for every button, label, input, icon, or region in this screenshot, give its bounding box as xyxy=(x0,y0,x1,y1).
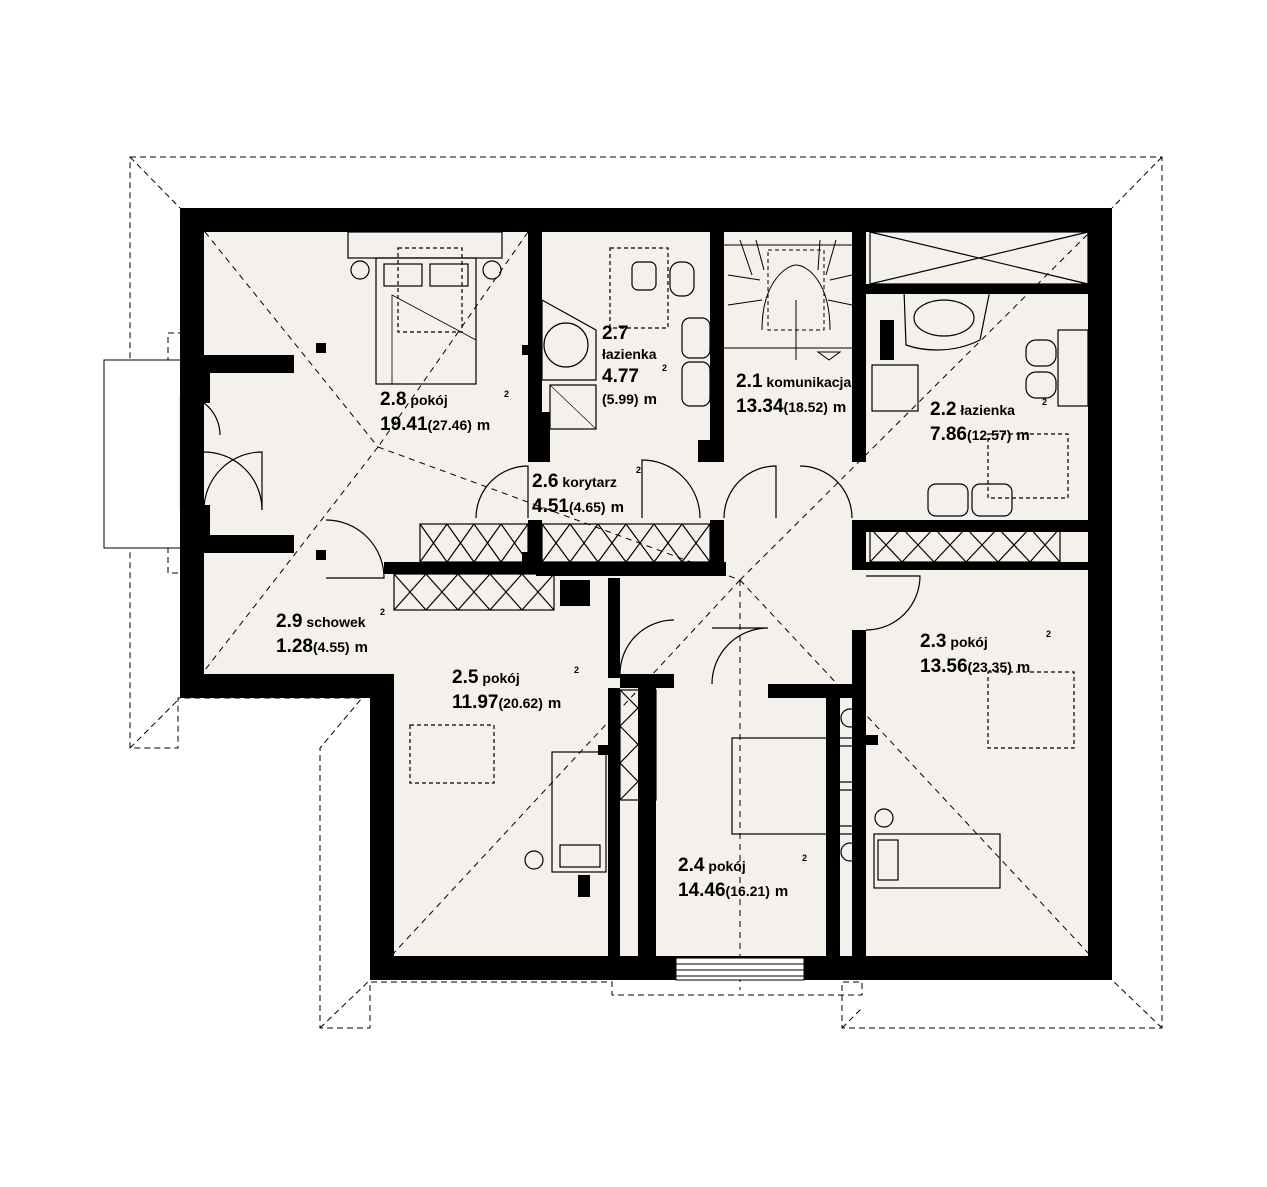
room-number: 2.3 xyxy=(920,631,947,652)
area-superscript: 2 xyxy=(504,389,510,399)
area-superscript: 2 xyxy=(856,367,862,377)
area-superscript: 2 xyxy=(802,853,808,863)
room-area: 1.28 xyxy=(276,636,313,657)
room-number: 2.5 xyxy=(452,667,479,688)
room-name: schowek xyxy=(306,614,366,630)
room-name: pokój xyxy=(950,634,988,650)
room-unit: m xyxy=(774,883,789,900)
beds xyxy=(347,231,1075,889)
room-name: komunikacja xyxy=(766,374,852,390)
floor-area xyxy=(180,208,1112,980)
area-superscript: 2 xyxy=(636,465,642,475)
room-unit: m xyxy=(832,399,847,416)
area-superscript: 2 xyxy=(574,665,580,675)
room-area: 19.41 xyxy=(380,414,428,435)
room-number: 2.7 xyxy=(602,323,629,344)
room-area-ext: (27.46) xyxy=(427,417,472,433)
room-area: 11.97 xyxy=(452,692,499,713)
room-number: 2.9 xyxy=(276,611,303,632)
room-name: łazienka xyxy=(960,402,1015,418)
doors xyxy=(179,394,921,685)
room-area-ext: (16.21) xyxy=(725,883,770,899)
room-unit: m xyxy=(610,499,624,516)
room-area-ext: (4.55) xyxy=(312,639,350,655)
room-area-ext: (18.52) xyxy=(783,399,828,415)
room-name: łazienka xyxy=(602,346,657,362)
room-unit: m xyxy=(354,639,368,656)
balcony xyxy=(103,359,185,549)
room-name: pokój xyxy=(410,392,448,408)
area-superscript: 2 xyxy=(380,607,386,617)
room-area: 7.86 xyxy=(930,424,967,445)
room-area-ext: (4.65) xyxy=(568,499,606,515)
room-area: 14.46 xyxy=(678,880,726,901)
room-number: 2.8 xyxy=(380,389,407,410)
room-unit: m xyxy=(643,391,657,408)
room-area-ext: (5.99) xyxy=(602,391,639,407)
room-number: 2.4 xyxy=(678,855,705,876)
room-area: 4.51 xyxy=(532,496,569,517)
area-superscript: 2 xyxy=(1046,629,1052,639)
room-name: pokój xyxy=(482,670,520,686)
room-area-ext: (12.57) xyxy=(966,427,1012,443)
room-number: 2.6 xyxy=(532,471,559,492)
room-number: 2.2 xyxy=(930,399,957,420)
wardrobes xyxy=(393,231,1089,801)
room-name: pokój xyxy=(708,858,746,874)
room-unit: m xyxy=(1016,427,1030,444)
room-label-2-7: 2.7 łazienka 4.77 (5.99)m xyxy=(602,324,657,408)
room-name: korytarz xyxy=(562,474,617,490)
staircase xyxy=(724,239,853,361)
room-area-ext: (20.62) xyxy=(498,695,543,711)
room-unit: m xyxy=(476,417,491,434)
area-superscript: 2 xyxy=(662,363,668,373)
room-area: 13.34 xyxy=(736,396,784,417)
window-steps xyxy=(675,957,805,981)
room-area: 13.56 xyxy=(920,656,968,677)
room-unit: m xyxy=(1016,659,1031,676)
room-number: 2.1 xyxy=(736,371,763,392)
room-area: 4.77 xyxy=(602,366,639,387)
bathroom-fixtures xyxy=(541,247,1089,517)
room-unit: m xyxy=(547,695,562,712)
room-area-ext: (23.35) xyxy=(967,659,1012,675)
area-superscript: 2 xyxy=(1042,397,1048,407)
